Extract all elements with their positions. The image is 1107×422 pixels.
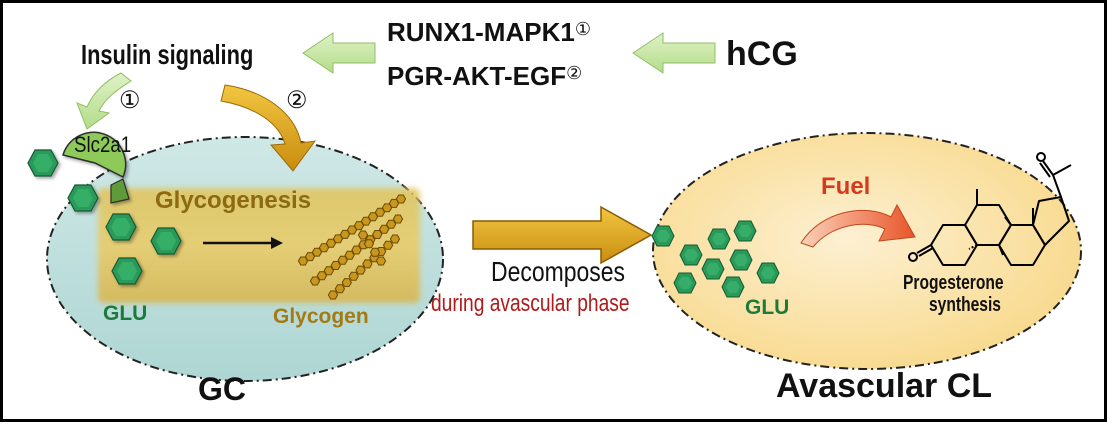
slc2a1-transporter-icon	[62, 131, 130, 204]
cl-title: Avascular CL	[776, 367, 993, 405]
glucose-hexagon-icon	[67, 184, 99, 212]
pgr-akt-egf-marker: ②	[566, 63, 583, 83]
glucose-hexagon-icon	[756, 262, 780, 284]
glucose-hexagon-icon	[651, 225, 675, 247]
glucose-hexagon-icon	[673, 272, 697, 294]
glycogenesis-label: Glycogenesis	[155, 187, 312, 214]
glycogen-chain-icon	[297, 194, 407, 300]
glucose-hexagon-icon	[150, 227, 182, 255]
green-arrow-icon	[632, 32, 716, 74]
gc-glucose-label: GLU	[103, 302, 148, 325]
decomposes-label: Decomposes	[491, 256, 625, 287]
route-2-marker: ②	[286, 87, 308, 114]
glycogenesis-box	[98, 188, 420, 303]
diagram-graphics	[27, 32, 1082, 382]
runx1-mapk1-marker: ①	[574, 19, 591, 39]
glucose-hexagon-icon	[721, 276, 745, 298]
glycogen-label: Glycogen	[273, 305, 369, 328]
glucose-hexagon-icon	[729, 249, 753, 271]
glucose-hexagon-icon	[733, 220, 757, 242]
route-1-marker: ①	[119, 87, 141, 114]
gc-title: GC	[198, 371, 246, 407]
pgr-akt-egf-text: PGR-AKT-EGF	[387, 61, 567, 91]
avascular-phase-label: during avascular phase	[431, 290, 630, 317]
glucose-hexagon-icon	[701, 258, 725, 280]
decompose-arrow-icon	[472, 205, 653, 265]
cl-cell-ellipse	[652, 132, 1082, 370]
runx1-mapk1-label: RUNX1-MAPK1①	[387, 19, 591, 45]
synthesis-label: synthesis	[929, 294, 1001, 316]
pgr-akt-egf-label: PGR-AKT-EGF②	[387, 63, 582, 89]
fuel-arrow-icon	[800, 203, 916, 248]
glucose-hexagon-icon	[707, 228, 731, 250]
progesterone-structure-icon	[908, 152, 1072, 266]
conversion-arrow-icon	[203, 237, 283, 249]
cl-glucose-label: GLU	[745, 296, 790, 319]
progesterone-label: Progesterone	[903, 272, 1004, 294]
hcg-label: hCG	[726, 35, 798, 73]
glucose-hexagon-icon	[105, 213, 137, 241]
route-1-arrow-icon	[76, 72, 132, 130]
glucose-hexagon-icon	[111, 257, 143, 285]
glucose-hexagon-icon	[27, 149, 59, 177]
route-2-arrow-icon	[220, 84, 317, 172]
slc2a1-label: Slc2a1	[74, 132, 132, 157]
glucose-hexagon-icon	[679, 244, 703, 266]
fuel-label: Fuel	[821, 173, 871, 200]
insulin-signaling-label: Insulin signaling	[81, 39, 254, 70]
runx1-mapk1-text: RUNX1-MAPK1	[387, 17, 575, 47]
green-arrow-icon	[302, 32, 376, 74]
